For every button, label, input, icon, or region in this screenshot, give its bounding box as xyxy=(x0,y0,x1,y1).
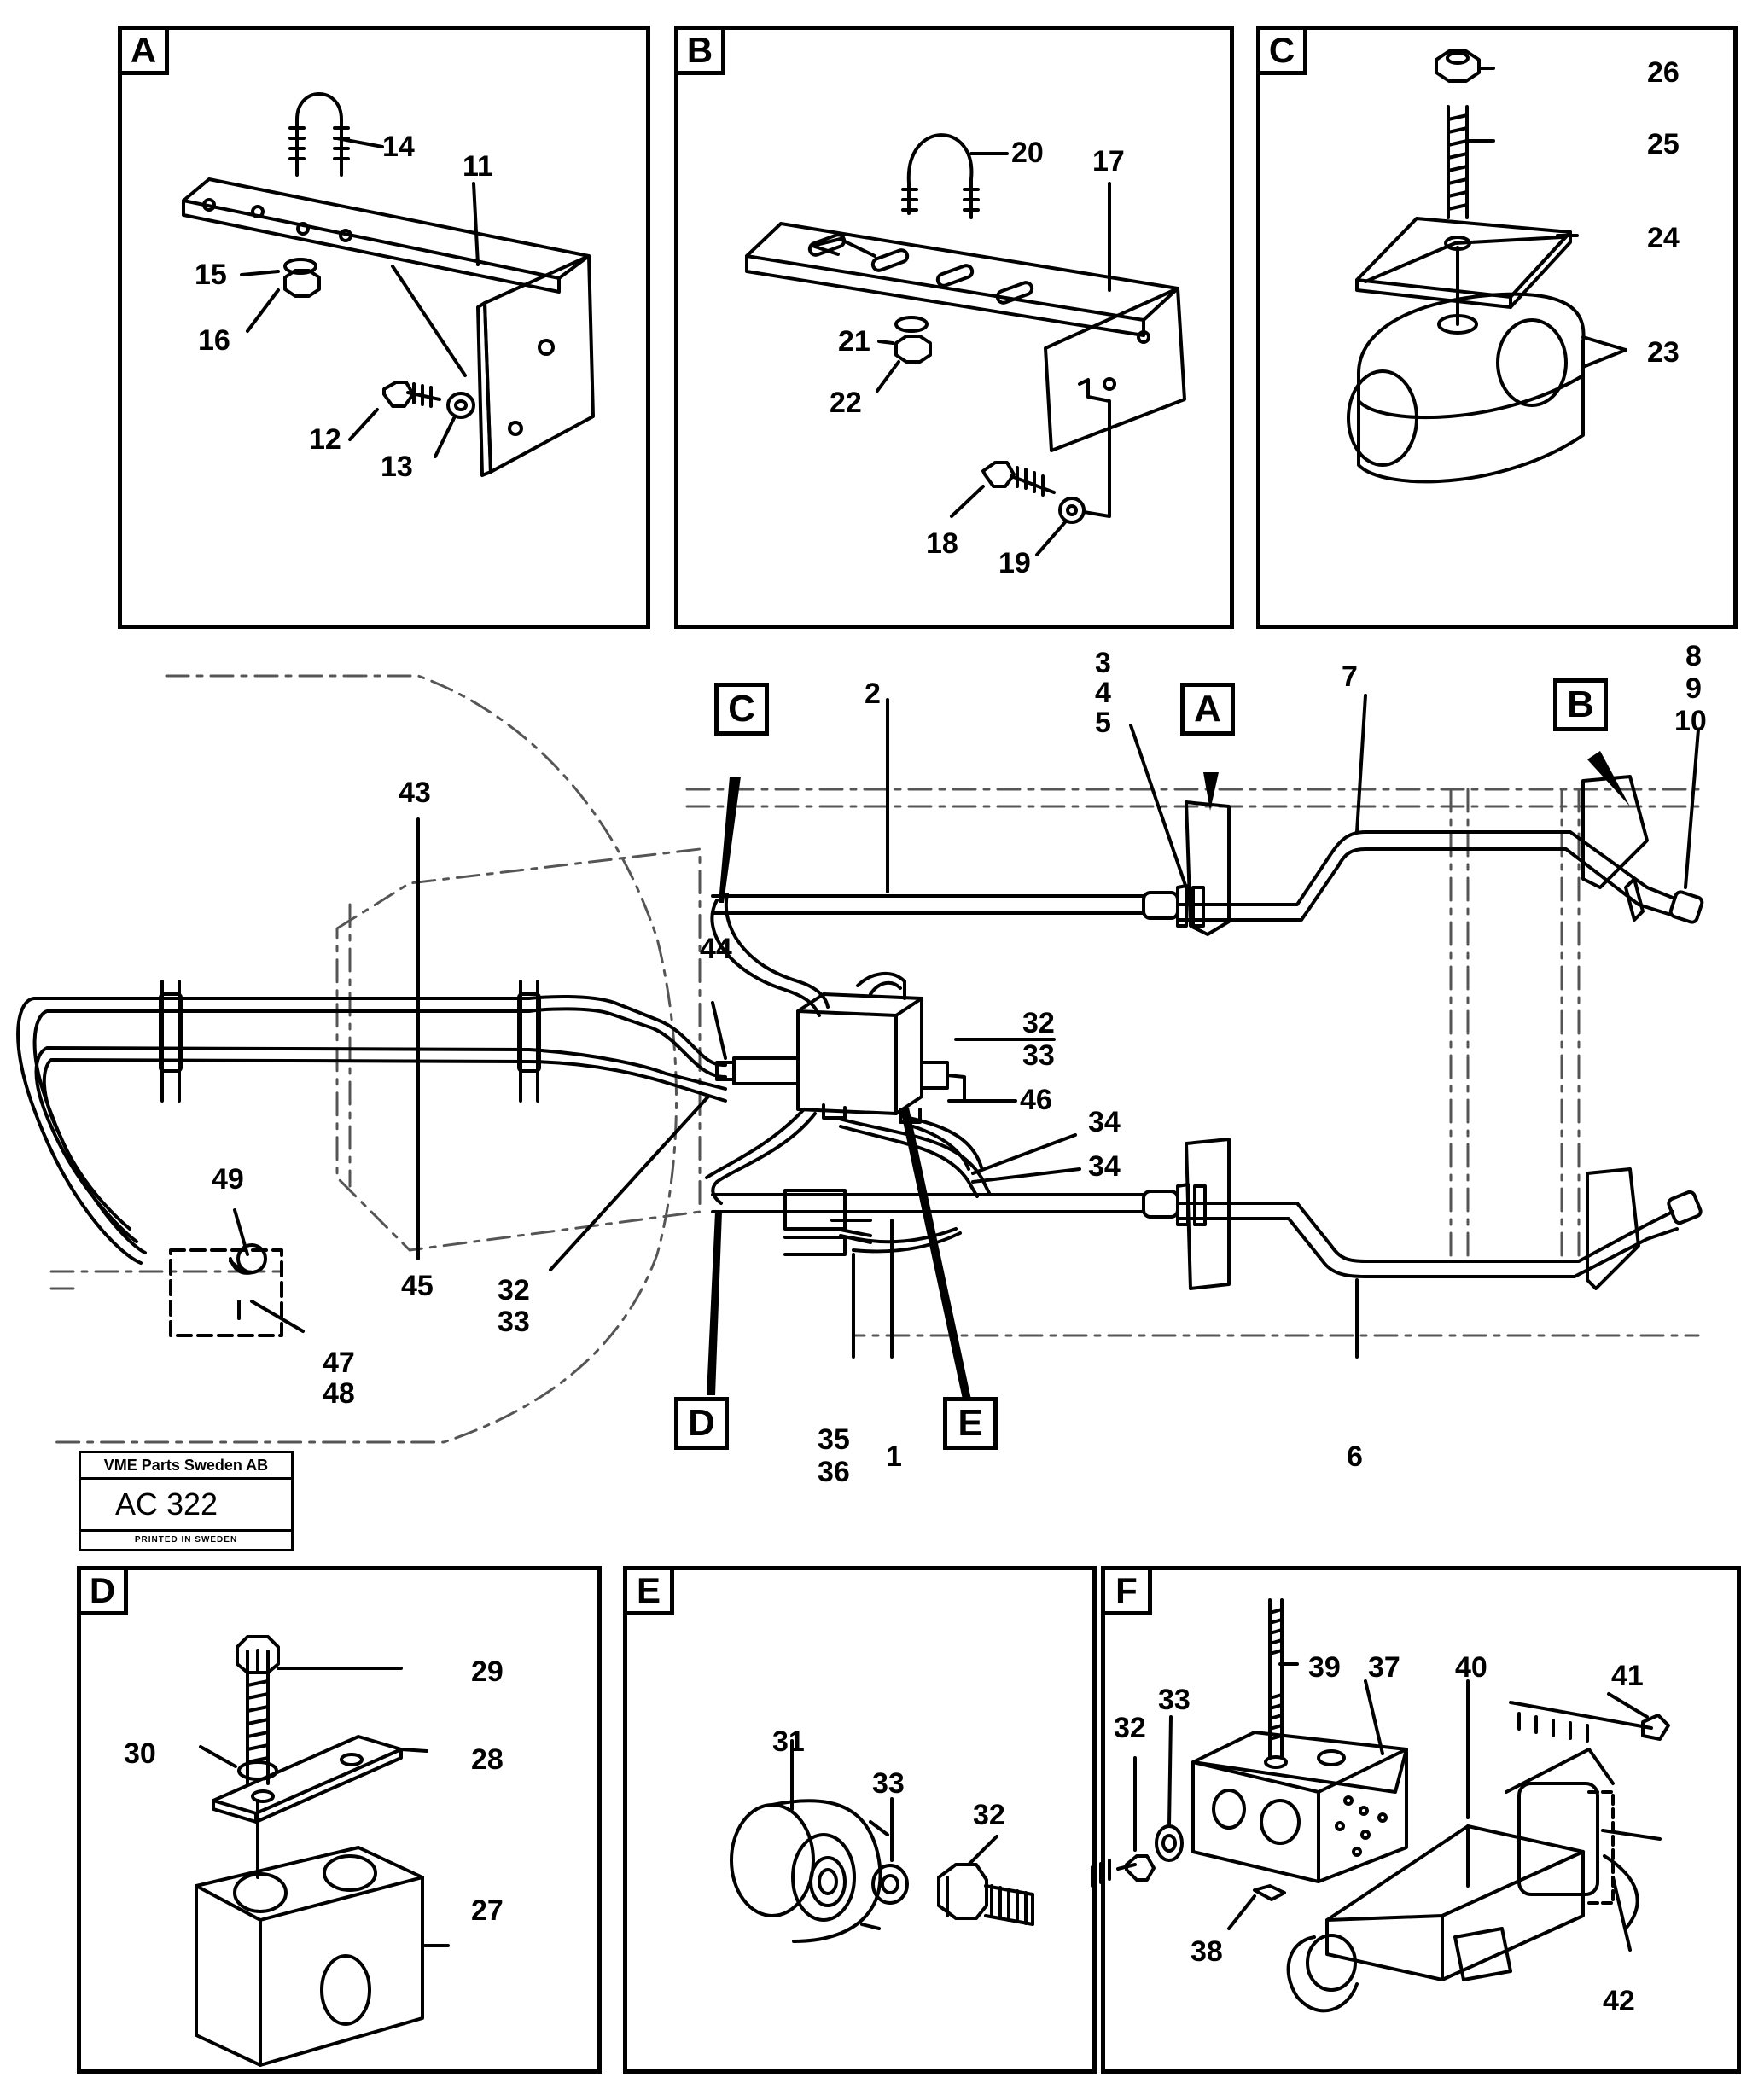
part-label: 20 xyxy=(1011,137,1044,169)
panel-a-tag: A xyxy=(118,26,169,75)
panel-f: F xyxy=(1101,1566,1741,2074)
part-label: 32 xyxy=(1022,1007,1055,1039)
part-label: 47 xyxy=(323,1347,355,1379)
panel-e-art xyxy=(730,1739,1034,1943)
part-label: 8 xyxy=(1685,640,1702,672)
panel-f-art xyxy=(1091,1598,1670,2013)
part-label: 32 xyxy=(498,1274,530,1306)
part-label: 21 xyxy=(838,325,870,358)
panel-b-art xyxy=(745,133,1186,556)
panel-b-tag: B xyxy=(674,26,725,75)
part-label: 42 xyxy=(1603,1985,1635,2017)
part-label: 32 xyxy=(973,1799,1005,1831)
part-label: 38 xyxy=(1191,1935,1223,1968)
callout-c: C xyxy=(714,683,769,736)
part-label: 4 xyxy=(1095,677,1111,709)
part-label: 31 xyxy=(772,1725,805,1758)
part-label: 14 xyxy=(382,131,415,163)
title-stamp: VME Parts Sweden AB AC 322 PRINTED IN SW… xyxy=(79,1451,294,1551)
part-label: 27 xyxy=(471,1894,504,1927)
callout-c-pointer xyxy=(719,777,741,903)
part-label: 34 xyxy=(1088,1106,1121,1138)
part-label: 36 xyxy=(818,1456,850,1488)
part-label: 41 xyxy=(1611,1660,1644,1692)
part-label: 17 xyxy=(1092,145,1125,177)
drawing-code: AC 322 xyxy=(115,1487,218,1522)
panel-c: C xyxy=(1256,26,1738,629)
part-label: 46 xyxy=(1020,1084,1052,1116)
part-label: 32 xyxy=(1114,1712,1146,1744)
company-name: VME Parts Sweden AB xyxy=(81,1453,291,1480)
part-label: 15 xyxy=(195,259,227,291)
part-label: 5 xyxy=(1095,707,1111,739)
part-label: 16 xyxy=(198,324,230,357)
main-assembly-art xyxy=(16,674,1704,1444)
part-label: 24 xyxy=(1647,222,1680,254)
part-label: 33 xyxy=(1158,1684,1191,1716)
callout-e: E xyxy=(943,1397,998,1450)
callout-a-pointer xyxy=(1203,772,1219,811)
part-label: 37 xyxy=(1368,1651,1400,1684)
part-label: 18 xyxy=(926,527,958,560)
part-label: 39 xyxy=(1308,1651,1341,1684)
part-label: 43 xyxy=(399,777,431,809)
part-label: 48 xyxy=(323,1377,355,1410)
part-label: 33 xyxy=(1022,1039,1055,1072)
part-label: 7 xyxy=(1342,660,1358,693)
panel-d-art xyxy=(195,1635,450,2067)
panel-a-art xyxy=(182,92,595,477)
part-label: 33 xyxy=(498,1306,530,1338)
part-label: 11 xyxy=(463,150,493,183)
part-label: 49 xyxy=(212,1163,244,1196)
part-label: 13 xyxy=(381,451,413,483)
part-label: 3 xyxy=(1095,647,1111,679)
part-label: 12 xyxy=(309,423,341,456)
part-label: 25 xyxy=(1647,128,1680,160)
part-label: 28 xyxy=(471,1743,504,1776)
part-label: 29 xyxy=(471,1655,504,1688)
part-label: 1 xyxy=(886,1440,902,1473)
panel-a: A xyxy=(118,26,650,629)
callout-d-pointer xyxy=(707,1212,722,1395)
panel-c-tag: C xyxy=(1256,26,1307,75)
part-label: 2 xyxy=(865,678,881,710)
panel-d: D xyxy=(77,1566,602,2074)
callout-b: B xyxy=(1553,678,1608,731)
part-label: 45 xyxy=(401,1270,434,1302)
callout-e-pointer xyxy=(900,1108,971,1399)
part-label: 44 xyxy=(700,933,732,965)
callout-d: D xyxy=(674,1397,729,1450)
callout-pointers xyxy=(707,751,1630,1399)
part-label: 10 xyxy=(1674,705,1707,737)
part-label: 6 xyxy=(1347,1440,1363,1473)
panel-e-tag: E xyxy=(623,1566,674,1615)
part-label: 19 xyxy=(998,547,1031,579)
part-label: 22 xyxy=(830,387,862,419)
part-label: 23 xyxy=(1647,336,1680,369)
part-label: 35 xyxy=(818,1423,850,1456)
panel-c-art xyxy=(1347,49,1627,484)
panel-b: B xyxy=(674,26,1234,629)
printed-note: PRINTED IN SWEDEN xyxy=(81,1529,291,1549)
part-label: 40 xyxy=(1455,1651,1487,1684)
part-label: 26 xyxy=(1647,56,1680,89)
part-label: 9 xyxy=(1685,672,1702,705)
part-label: 34 xyxy=(1088,1150,1121,1183)
part-label: 30 xyxy=(124,1737,156,1770)
panel-f-tag: F xyxy=(1101,1566,1152,1615)
panel-d-tag: D xyxy=(77,1566,128,1615)
panel-e: E xyxy=(623,1566,1097,2074)
part-label: 33 xyxy=(872,1767,905,1800)
callout-a: A xyxy=(1180,683,1235,736)
callout-b-pointer xyxy=(1587,751,1630,806)
